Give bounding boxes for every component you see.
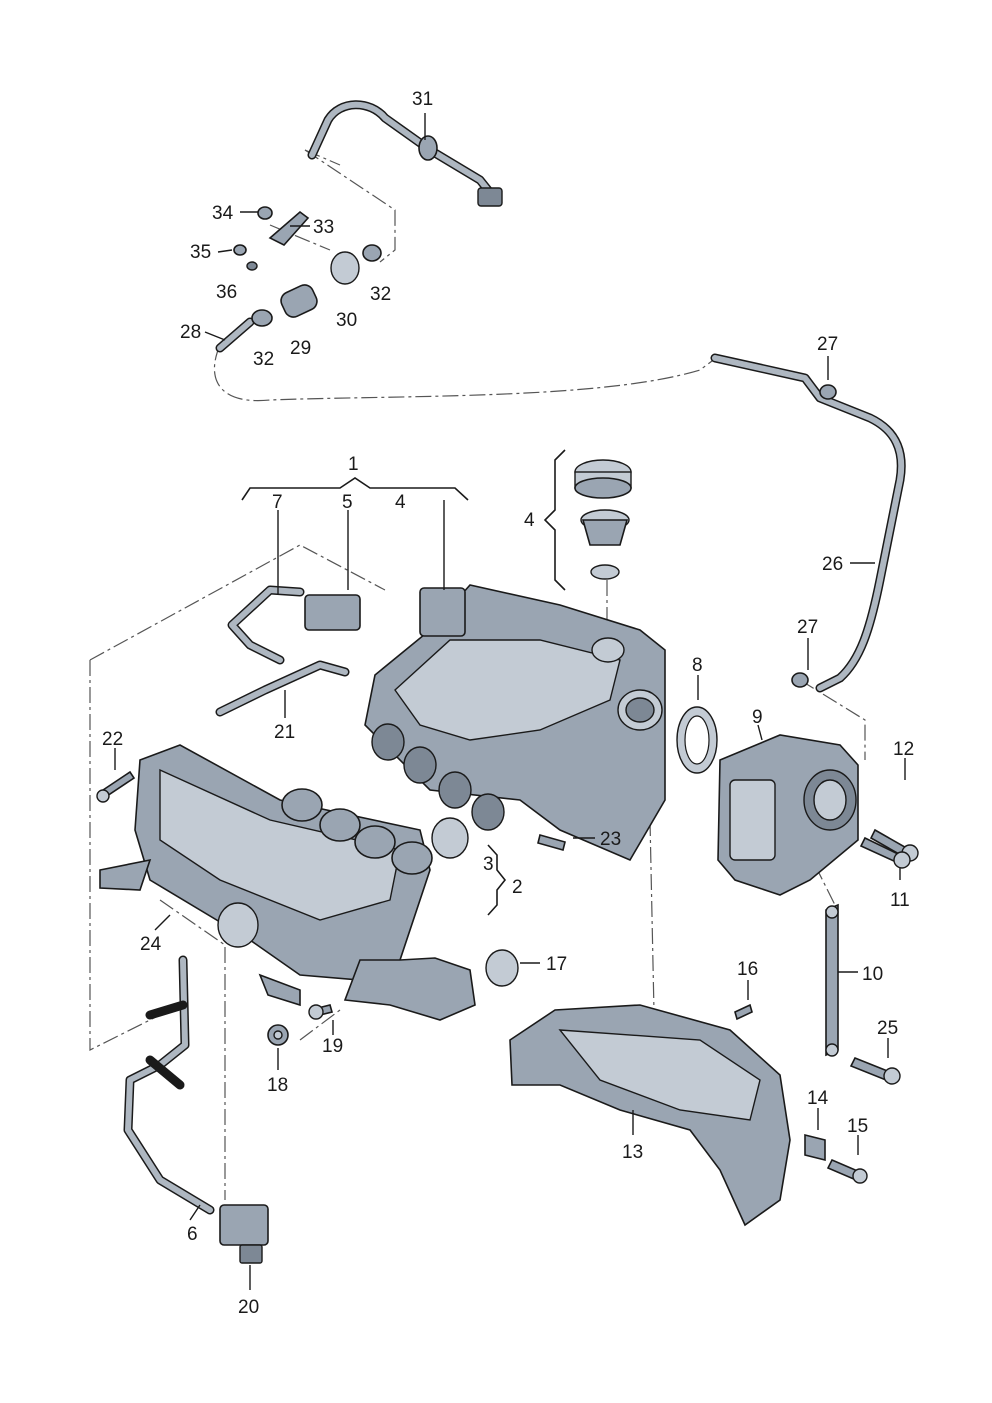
solenoid-valve-20 [219,1204,269,1264]
filler-cap-assembly [574,459,632,580]
callout-23: 23 [600,829,621,850]
callout-4-manifold: 4 [395,492,406,513]
upper-intake-manifold [364,584,666,862]
callout-labels: 1 2 3 4 4 5 6 7 8 9 10 11 12 13 14 15 16… [102,89,914,1318]
vacuum-hose-26 [710,353,906,693]
callout-2: 2 [512,877,523,898]
callout-31: 31 [412,89,433,110]
valve-group [215,206,382,353]
callout-13: 13 [622,1142,643,1163]
callout-27-lower: 27 [797,617,818,638]
callout-16: 16 [737,959,758,980]
callout-7: 7 [272,492,283,513]
callout-24: 24 [140,934,162,955]
solenoid-valve-5 [215,585,361,717]
dashed-routing-lines [89,149,866,1200]
engine-cover-13 [509,1004,791,1227]
callout-19: 19 [322,1036,343,1057]
callout-8: 8 [692,655,703,676]
vacuum-hose-6 [123,955,215,1215]
leader-lines [114,113,906,1290]
callout-4-cap: 4 [524,510,535,531]
callout-27-top: 27 [817,334,838,355]
callout-22: 22 [102,729,123,750]
callout-20: 20 [238,1297,259,1318]
callout-29: 29 [290,338,311,359]
callout-10: 10 [862,964,883,985]
callout-25: 25 [877,1018,898,1039]
callout-32-left: 32 [253,349,274,370]
callout-30: 30 [336,310,357,331]
callout-1: 1 [348,454,359,475]
fasteners [96,770,919,1184]
callout-17: 17 [546,954,567,975]
breather-hose-31 [307,100,503,207]
callout-28: 28 [180,322,201,343]
callout-18: 18 [267,1075,288,1096]
throttle-body-9 [717,734,859,896]
seal-3 [431,817,469,859]
callout-3: 3 [483,854,494,875]
callout-12: 12 [893,739,914,760]
callout-35: 35 [190,242,211,263]
callout-33: 33 [313,217,334,238]
flange-pipe [343,949,519,1021]
support-bracket-10 [825,903,839,1057]
callout-14: 14 [807,1088,829,1109]
callout-5: 5 [342,492,353,513]
callout-6: 6 [187,1224,198,1245]
callout-36: 36 [216,282,237,303]
lower-intake-manifold [99,744,433,1007]
callout-11: 11 [890,890,910,911]
callout-26: 26 [822,554,843,575]
callout-15: 15 [847,1116,868,1137]
callout-21: 21 [274,722,295,743]
callout-34: 34 [212,203,234,224]
callout-32-right: 32 [370,284,391,305]
callout-9: 9 [752,707,763,728]
grouping-brackets [241,449,566,916]
